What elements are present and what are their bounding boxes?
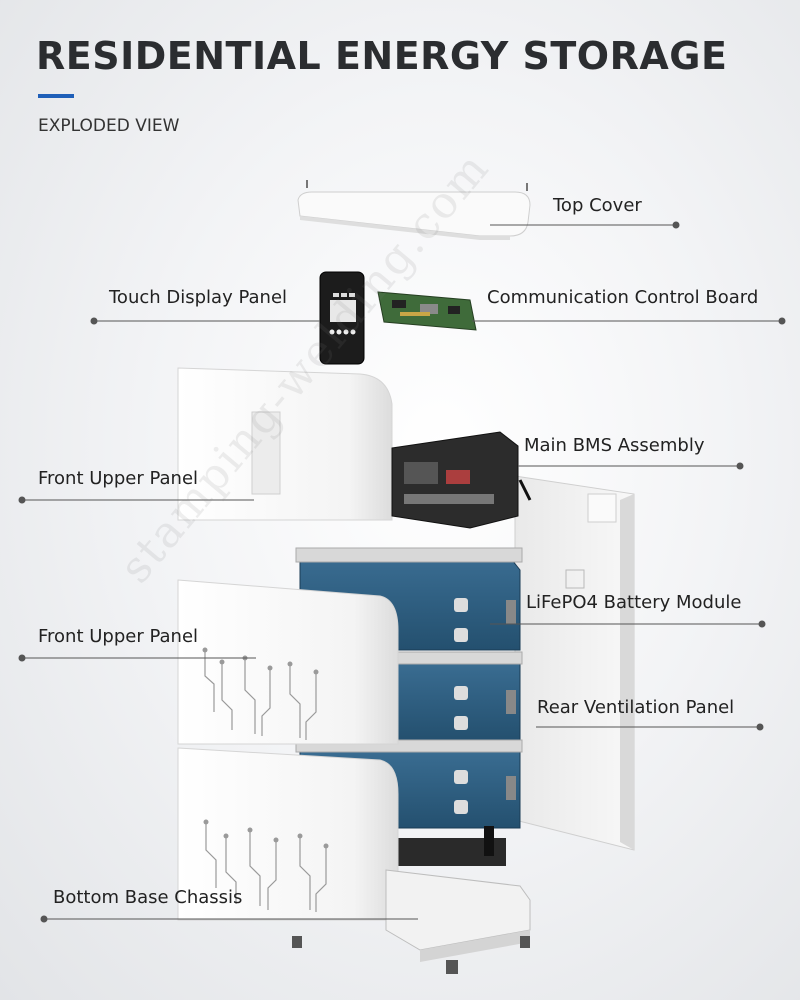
- label-top-cover: Top Cover: [553, 195, 642, 216]
- label-main-bms-assembly: Main BMS Assembly: [524, 435, 705, 456]
- rear-ventilation-panel-part: [514, 475, 635, 851]
- label-touch-display-panel: Touch Display Panel: [109, 287, 288, 308]
- main-bms-part: [391, 431, 532, 529]
- leader-dot: [18, 654, 26, 662]
- front-upper-panel-top: [177, 367, 393, 521]
- label-rear-ventilation-panel: Rear Ventilation Panel: [537, 697, 735, 718]
- leader-lines: [18, 221, 786, 923]
- leader-dot: [40, 915, 48, 923]
- leader-dot: [90, 317, 98, 325]
- front-upper-panel-middle: [177, 579, 399, 745]
- page-subtitle: EXPLODED VIEW: [38, 116, 180, 136]
- leader-dot: [672, 221, 680, 229]
- battery-bottom-bracket: [392, 826, 506, 866]
- leader-dot: [778, 317, 786, 325]
- label-communication-control-board: Communication Control Board: [487, 287, 759, 308]
- leader-dot: [756, 723, 764, 731]
- page-title: RESIDENTIAL ENERGY STORAGE: [36, 34, 728, 78]
- leader-dot: [758, 620, 766, 628]
- top-cover-part: [297, 180, 531, 240]
- touch-display-part: [319, 271, 365, 365]
- bottom-base-chassis-part: [292, 869, 531, 974]
- label-lifepo4-battery-module: LiFePO4 Battery Module: [526, 592, 742, 613]
- label-front-upper-panel-2: Front Upper Panel: [38, 626, 199, 647]
- label-front-upper-panel-1: Front Upper Panel: [38, 468, 199, 489]
- title-accent-bar: [38, 94, 74, 98]
- leader-dot: [736, 462, 744, 470]
- label-bottom-base-chassis: Bottom Base Chassis: [53, 887, 243, 908]
- control-board-part: [377, 291, 477, 331]
- leader-dot: [18, 496, 26, 504]
